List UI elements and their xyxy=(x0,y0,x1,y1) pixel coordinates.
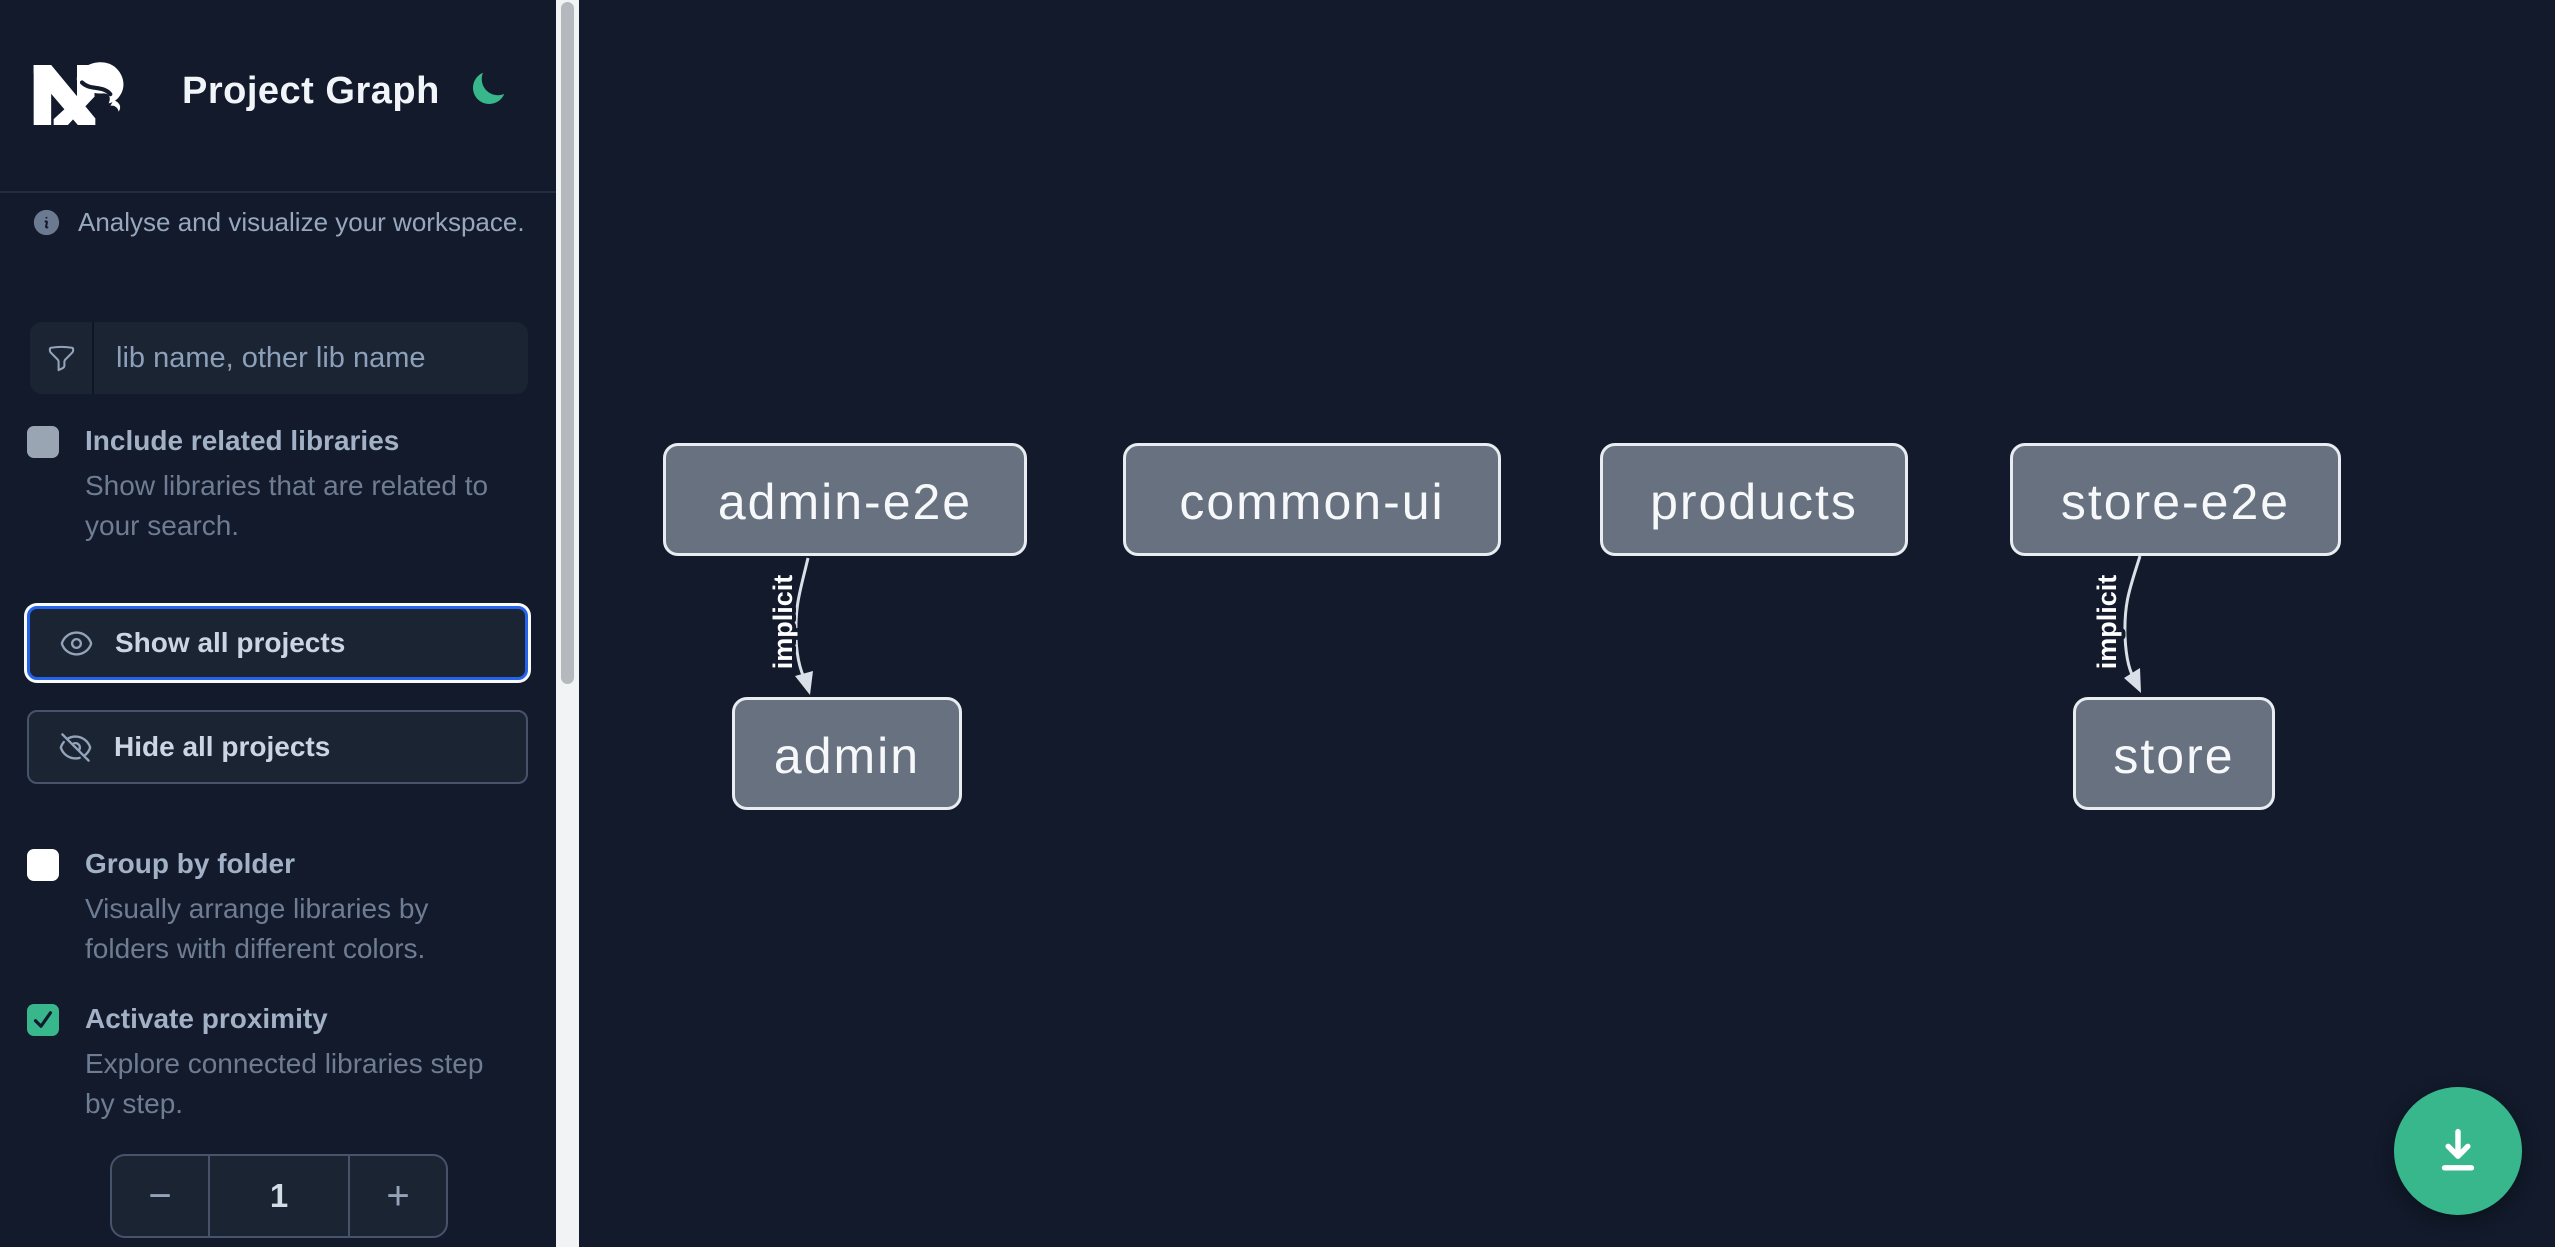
option-activate-proximity-description: Explore connected libraries step by step… xyxy=(85,1048,484,1119)
checkbox-activate-proximity[interactable] xyxy=(27,1004,59,1036)
option-activate-proximity-label[interactable]: Activate proximity xyxy=(85,1003,328,1034)
edge-arrowhead xyxy=(2124,668,2141,693)
funnel-icon xyxy=(48,345,74,371)
search-box xyxy=(30,322,528,394)
hide-all-projects-button[interactable]: Hide all projects xyxy=(27,710,528,784)
info-icon xyxy=(33,209,60,235)
edge-label: implicit xyxy=(2092,575,2122,670)
graph-node-store[interactable]: store xyxy=(2073,697,2275,810)
eye-slash-icon xyxy=(59,732,92,762)
intro-row: Analyse and visualize your workspace. xyxy=(31,204,531,240)
option-include-related: Include related libraries Show libraries… xyxy=(27,425,532,546)
graph-canvas[interactable]: implicit implicit admin-e2e common-ui pr… xyxy=(579,0,2555,1247)
funnel-cell xyxy=(30,322,94,394)
sidebar: Project Graph Analyse and visualize your… xyxy=(0,0,556,1247)
check-icon xyxy=(33,1011,53,1028)
graph-edges: implicit implicit xyxy=(764,555,2142,695)
eye-icon xyxy=(60,630,93,656)
stepper-value[interactable]: 1 xyxy=(208,1156,350,1236)
stepper-decrement-button[interactable]: − xyxy=(112,1156,208,1236)
option-group-by-folder: Group by folder Visually arrange librari… xyxy=(27,848,532,969)
edge-store-e2e-to-store[interactable]: implicit xyxy=(2088,555,2142,693)
graph-node-common-ui[interactable]: common-ui xyxy=(1123,443,1501,556)
edge-admin-e2e-to-admin[interactable]: implicit xyxy=(764,557,813,695)
search-input[interactable] xyxy=(94,322,528,394)
theme-toggle-button[interactable] xyxy=(462,64,514,116)
show-all-projects-label: Show all projects xyxy=(115,627,346,658)
graph-node-products[interactable]: products xyxy=(1600,443,1908,556)
hide-all-projects-label: Hide all projects xyxy=(114,731,331,762)
intro-text: Analyse and visualize your workspace. xyxy=(78,206,525,237)
option-include-related-label[interactable]: Include related libraries xyxy=(85,425,400,456)
graph-node-admin-e2e[interactable]: admin-e2e xyxy=(663,443,1027,556)
option-include-related-description: Show libraries that are related to your … xyxy=(85,470,489,541)
page-title: Project Graph xyxy=(182,70,440,112)
moon-icon xyxy=(473,72,505,104)
show-all-projects-button[interactable]: Show all projects xyxy=(27,606,528,680)
download-image-button[interactable] xyxy=(2394,1087,2522,1215)
option-group-by-folder-label[interactable]: Group by folder xyxy=(85,848,295,879)
option-activate-proximity: Activate proximity Explore connected lib… xyxy=(27,1003,532,1124)
header-divider xyxy=(0,191,556,193)
graph-node-admin[interactable]: admin xyxy=(732,697,962,810)
stepper-increment-button[interactable]: + xyxy=(350,1156,446,1236)
graph-node-store-e2e[interactable]: store-e2e xyxy=(2010,443,2341,556)
download-icon xyxy=(2441,1128,2475,1171)
edge-line xyxy=(2123,555,2142,683)
nx-logo xyxy=(33,62,124,125)
proximity-stepper: − 1 + xyxy=(110,1154,448,1238)
edge-arrowhead xyxy=(795,671,813,695)
sidebar-scrollbar-thumb[interactable] xyxy=(561,2,574,684)
checkbox-include-related[interactable] xyxy=(27,426,59,458)
checkbox-group-by-folder[interactable] xyxy=(27,849,59,881)
edge-label: implicit xyxy=(768,575,798,670)
option-group-by-folder-description: Visually arrange libraries by folders wi… xyxy=(85,893,429,964)
sidebar-scrollbar-track[interactable] xyxy=(556,0,579,1247)
